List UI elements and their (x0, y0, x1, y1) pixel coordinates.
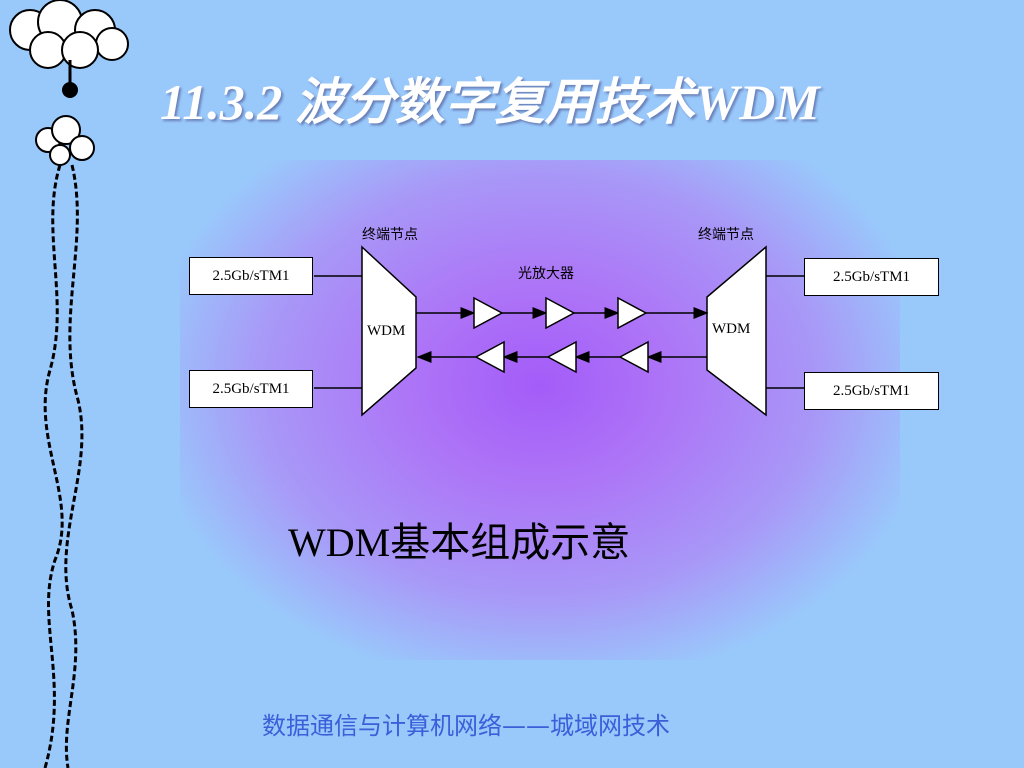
flower-vine-decoration (9, 0, 129, 768)
optical-amplifier-label: 光放大器 (518, 266, 574, 282)
terminal-node-right-label: 终端节点 (698, 227, 754, 243)
left-top-tm1-box: 2.5Gb/sTM1 (189, 257, 313, 295)
amplifier-forward-3 (617, 296, 648, 330)
amplifier-reverse-3 (474, 340, 505, 374)
amplifier-reverse-2 (546, 340, 577, 374)
slide-footer: 数据通信与计算机网络——城域网技术 (262, 712, 670, 740)
left-bottom-tm1-box: 2.5Gb/sTM1 (189, 370, 313, 408)
amplifier-reverse-1 (618, 340, 649, 374)
purple-glow-background (180, 160, 900, 660)
slide-title: 11.3.2 波分数字复用技术WDM (160, 74, 820, 130)
right-top-tm1-box: 2.5Gb/sTM1 (804, 258, 939, 296)
diagram-caption: WDM基本组成示意 (288, 520, 631, 565)
amplifier-forward-1 (473, 296, 504, 330)
left-wdm-mux (361, 245, 417, 417)
right-bottom-tm1-box: 2.5Gb/sTM1 (804, 372, 939, 410)
wdm-right-label: WDM (712, 321, 751, 337)
terminal-node-left-label: 终端节点 (362, 227, 418, 243)
wdm-left-label: WDM (367, 323, 406, 339)
amplifier-forward-2 (545, 296, 576, 330)
right-wdm-mux (706, 245, 767, 417)
